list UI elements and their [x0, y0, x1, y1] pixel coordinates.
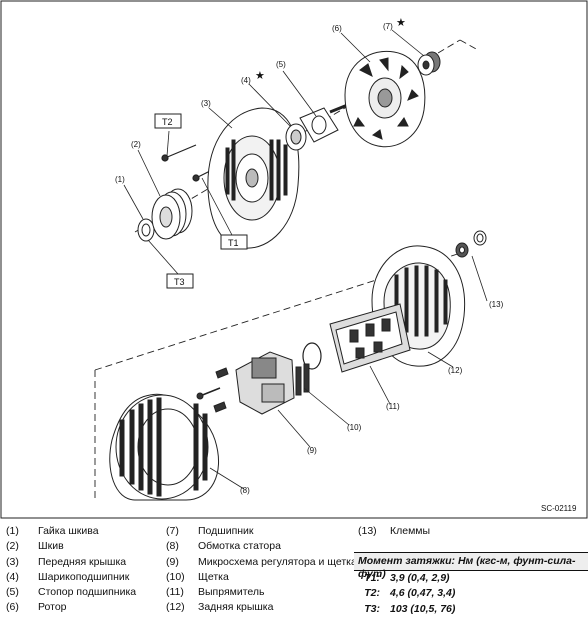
- legend-label: Подшипник: [198, 525, 254, 537]
- legend-column-1: (1) Гайка шкива (2) Шкив (3) Передняя крышк…: [6, 524, 136, 616]
- callout-1: (1): [115, 175, 125, 184]
- torque-key: T3:: [364, 602, 380, 615]
- legend-item: (7) Подшипник: [166, 524, 357, 539]
- torque-tag-t1: T1: [220, 234, 248, 250]
- callout-3: (3): [201, 99, 211, 108]
- legend-num: (6): [6, 601, 19, 614]
- bearing-retainer: [299, 107, 339, 143]
- legend-num: (1): [6, 525, 19, 537]
- legend-label: Клеммы: [390, 525, 431, 537]
- callout-5: (5): [276, 60, 286, 69]
- through-bolt: [161, 144, 197, 162]
- callout-10: (10): [347, 423, 362, 432]
- callout-labels: (1) (2) (3) (4) (5) (6) (7) (13) (12) (1…: [115, 22, 504, 495]
- callout-7: (7): [383, 22, 393, 31]
- callout-8: (8): [240, 486, 250, 495]
- legend-num: (8): [166, 540, 179, 553]
- callout-13: (13): [489, 300, 504, 309]
- legend-label: Ротор: [38, 601, 67, 614]
- torque-row: T3: 103 (10,5, 76): [354, 602, 588, 617]
- legend-item: (9) Микросхема регулятора и щетка: [166, 555, 357, 570]
- rotor: [329, 50, 426, 148]
- legend-label: Гайка шкива: [38, 525, 99, 537]
- torque-tag-t2: T2: [154, 113, 182, 129]
- star-icon-bearing: ★: [396, 17, 406, 29]
- legend-num: (3): [6, 555, 19, 568]
- stator-coil: [109, 393, 220, 501]
- legend-num: (13): [358, 525, 377, 537]
- legend-item: (3) Передняя крышка: [6, 555, 136, 570]
- legend-num: (4): [6, 570, 19, 583]
- star-icon-ball-bearing: ★: [255, 70, 265, 82]
- legend-item: (2) Шкив: [6, 539, 136, 554]
- torque-spec-table: Момент затяжки: Нм (кгс-м, фунт-сила-фут…: [354, 552, 588, 617]
- bearing: [417, 51, 441, 76]
- legend-label: Шарикоподшипник: [38, 570, 130, 583]
- pulley: [151, 188, 193, 240]
- legend-label: Обмотка статора: [198, 540, 281, 553]
- legend-num: (12): [166, 601, 185, 614]
- torque-tag-t2-label: T2: [162, 117, 173, 127]
- alternator-exploded-diagram: (1) (2) (3) (4) (5) (6) (7) (13) (12) (1…: [0, 0, 588, 519]
- legend-label: Щетка: [198, 570, 229, 583]
- callout-2: (2): [131, 140, 141, 149]
- legend-num: (2): [6, 540, 19, 553]
- legend-num: (10): [166, 570, 185, 583]
- torque-tag-t3-label: T3: [174, 277, 185, 287]
- legend-num: (5): [6, 586, 19, 599]
- legend-label: Стопор подшипника: [38, 586, 137, 599]
- torque-value: 103 (10,5, 76): [390, 602, 456, 615]
- torque-value: 4,6 (0,47, 3,4): [390, 587, 456, 600]
- legend-label: Выпрямитель: [198, 586, 265, 599]
- figure-code: SC-02119: [541, 504, 577, 513]
- torque-key: T2:: [364, 587, 380, 600]
- callout-9: (9): [307, 446, 317, 455]
- legend-column-3: (13) Клеммы: [358, 524, 430, 539]
- star-marks: ★ ★: [255, 17, 406, 82]
- terminals: [455, 230, 487, 258]
- diagram-frame: [0, 0, 588, 519]
- legend-num: (9): [166, 555, 179, 568]
- snap-ring: [302, 342, 322, 370]
- legend-item: (12) Задняя крышка: [166, 600, 357, 615]
- torque-tag-t3: T3: [166, 273, 194, 289]
- front-cover: [207, 107, 300, 249]
- brush: [295, 363, 310, 396]
- legend-item: (8) Обмотка статора: [166, 539, 357, 554]
- torque-key: T1:: [364, 572, 380, 584]
- regulator-ic-and-brush: [196, 351, 295, 415]
- legend-item: (4) Шарикоподшипник: [6, 570, 136, 585]
- legend-item: (6) Ротор: [6, 600, 136, 615]
- callout-11: (11): [386, 402, 400, 411]
- legend-num: (7): [166, 525, 179, 537]
- legend-column-2: (7) Подшипник (8) Обмотка статора (9) Микро…: [166, 524, 357, 616]
- legend-label: Передняя крышка: [38, 555, 127, 568]
- legend-label: Задняя крышка: [198, 601, 274, 614]
- legend-item: (5) Стопор подшипника: [6, 585, 136, 600]
- legend-item: (10) Щетка: [166, 570, 357, 585]
- torque-spec-title: Момент затяжки: Нм (кгс-м, фунт-сила-фут…: [354, 552, 588, 580]
- pulley-nut: [137, 218, 155, 242]
- leader-lines: [123, 29, 488, 490]
- legend-item: (11) Выпрямитель: [166, 585, 357, 600]
- callout-12: (12): [448, 366, 463, 375]
- ball-bearing: [285, 123, 307, 151]
- torque-tag-t1-label: T1: [228, 238, 239, 248]
- rectifier: [329, 303, 411, 373]
- torque-row: T1: 3,9 (0,4, 2,9): [354, 571, 588, 586]
- torque-row: T2: 4,6 (0,47, 3,4): [354, 586, 588, 601]
- legend-num: (11): [166, 586, 184, 599]
- legend-item: (1) Гайка шкива: [6, 524, 136, 539]
- legend-label: Микросхема регулятора и щетка: [198, 555, 357, 568]
- callout-6: (6): [332, 24, 342, 33]
- torque-value: 3,9 (0,4, 2,9): [390, 572, 450, 584]
- callout-4: (4): [241, 76, 251, 85]
- legend-label: Шкив: [38, 540, 64, 553]
- rear-cover: [371, 245, 466, 367]
- legend-item: (13) Клеммы: [358, 524, 430, 539]
